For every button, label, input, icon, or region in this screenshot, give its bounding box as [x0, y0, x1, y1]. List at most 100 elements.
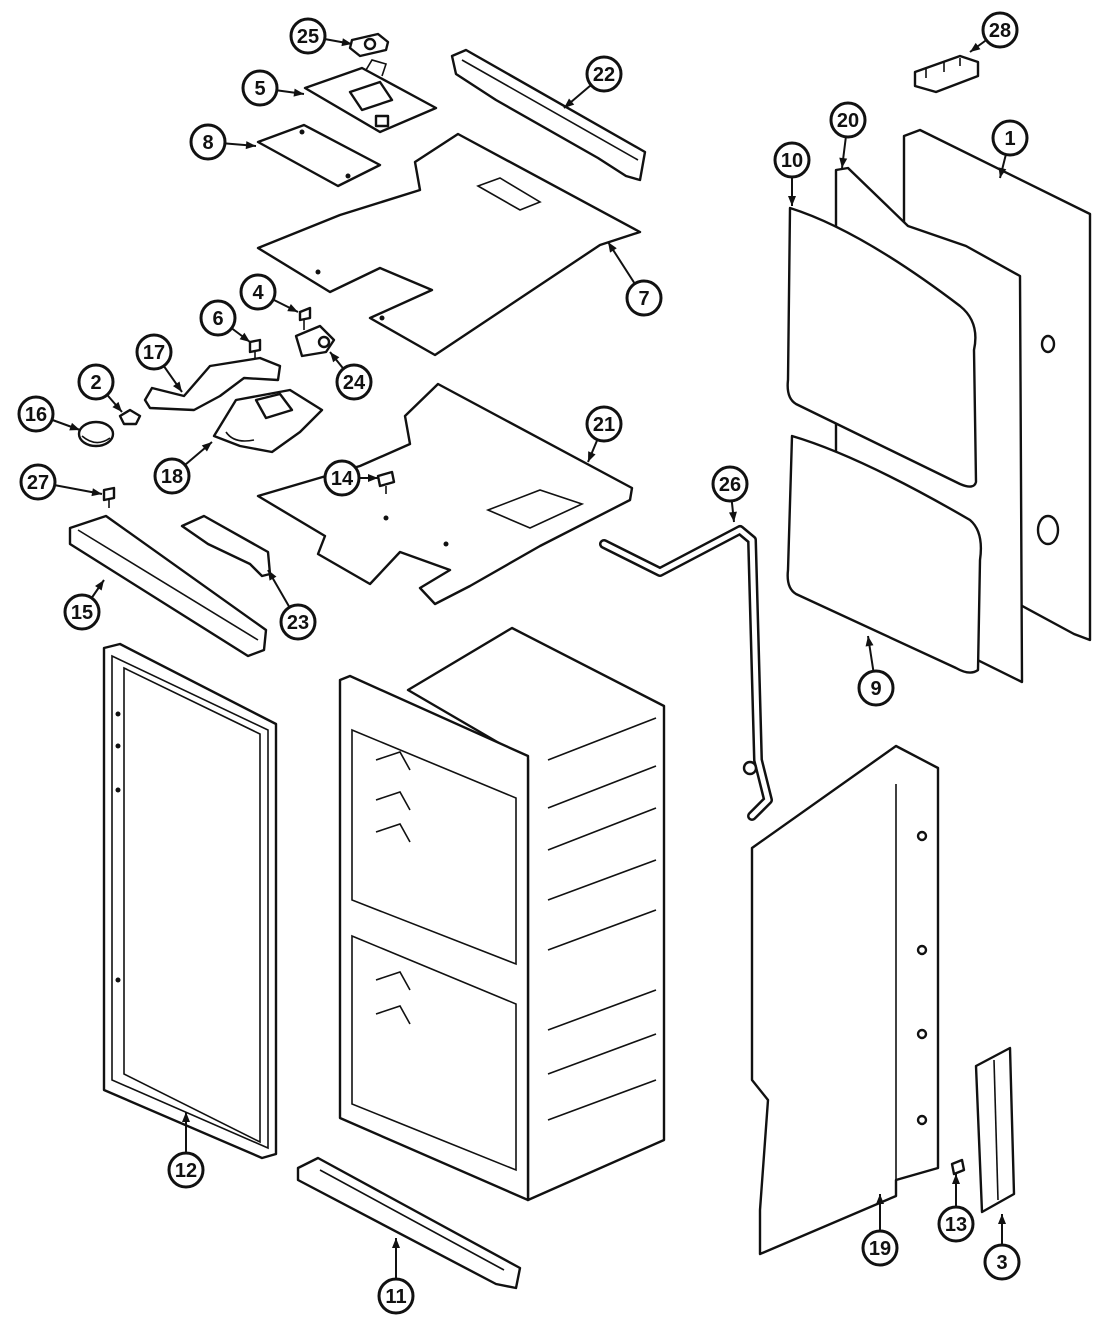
callout-arrow-25: [341, 38, 352, 47]
callout-circle-6: [199, 299, 237, 337]
part-23-small-trim: [180, 514, 272, 578]
callout-arrow-7: [608, 242, 617, 253]
callout-circle-28: [981, 11, 1019, 49]
callout-circle-26: [711, 465, 749, 503]
callout-circle-17: [135, 333, 173, 371]
callout-arrow-11: [392, 1238, 400, 1248]
callout-label-3: 3: [996, 1252, 1007, 1274]
callout-circle-11: [377, 1277, 415, 1315]
callout-label-14: 14: [331, 468, 354, 490]
part-5-mount-plate: [303, 59, 438, 134]
callout-arrow-27: [91, 488, 102, 497]
part-7-top-panel: [256, 132, 642, 357]
callout-circle-21: [585, 405, 623, 443]
callout-arrow-15: [95, 580, 104, 591]
callout-22: 22: [563, 55, 623, 109]
callout-arrow-23: [268, 570, 277, 581]
callout-label-2: 2: [90, 372, 101, 394]
callout-23: 23: [267, 569, 317, 641]
callout-circle-5: [241, 69, 279, 107]
callout-1: 1: [991, 119, 1029, 179]
callout-circle-18: [153, 457, 191, 495]
callout-label-1: 1: [1004, 128, 1015, 150]
callout-label-21: 21: [593, 414, 615, 436]
part-4-screw: [298, 306, 312, 330]
callout-arrow-1: [998, 167, 1007, 178]
callout-24: 24: [329, 351, 373, 401]
callout-10: 10: [773, 141, 811, 206]
part-27-screw: [102, 486, 116, 508]
callout-label-6: 6: [212, 308, 223, 330]
callout-circle-25: [289, 17, 327, 55]
callout-arrow-20: [839, 157, 848, 168]
callout-arrow-13: [952, 1174, 960, 1184]
part-19-side-panel: [750, 744, 940, 1256]
callout-label-12: 12: [175, 1160, 197, 1182]
part-15-lower-trim: [68, 514, 268, 658]
callout-label-23: 23: [287, 612, 309, 634]
callout-arrow-26: [728, 511, 737, 522]
callout-circle-19: [861, 1229, 899, 1267]
callout-circle-23: [279, 603, 317, 641]
callout-arrow-22: [564, 98, 575, 108]
part-26-wire: [599, 525, 773, 821]
callout-circle-10: [773, 141, 811, 179]
callout-layer: 1234567891011121314151617181920212223242…: [17, 11, 1029, 1315]
callout-label-27: 27: [27, 472, 49, 494]
part-10-upper-blanket: [786, 206, 978, 488]
part-24-switch: [294, 324, 336, 358]
callout-arrow-9: [865, 636, 874, 647]
callout-label-15: 15: [71, 602, 93, 624]
callout-circle-13: [937, 1205, 975, 1243]
callout-circle-9: [857, 669, 895, 707]
callout-label-28: 28: [989, 20, 1011, 42]
part-14-screw: [376, 470, 396, 494]
part-25-bracket: [348, 32, 390, 58]
callout-circle-7: [625, 279, 663, 317]
callout-arrow-18: [201, 442, 212, 452]
callout-arrow-8: [245, 141, 256, 150]
callout-27: 27: [19, 463, 103, 501]
oven-cavity-frame: [338, 626, 666, 1202]
part-2-block: [118, 408, 142, 426]
callout-8: 8: [189, 123, 257, 161]
callout-circle-15: [63, 593, 101, 631]
callout-circle-24: [335, 363, 373, 401]
callout-2: 2: [77, 363, 123, 413]
callout-19: 19: [861, 1194, 899, 1267]
part-12-door-frame: [102, 642, 278, 1160]
callout-13: 13: [937, 1174, 975, 1243]
part-6-screw: [248, 338, 262, 360]
part-9-lower-blanket: [786, 434, 983, 674]
callout-arrow-19: [876, 1194, 884, 1204]
part-21-center-panel: [256, 382, 634, 606]
callout-28: 28: [969, 11, 1019, 53]
callout-26: 26: [711, 465, 749, 523]
callout-label-16: 16: [25, 404, 47, 426]
callout-arrow-28: [970, 42, 981, 52]
part-11-bottom-trim: [296, 1156, 522, 1290]
callout-label-25: 25: [297, 26, 319, 48]
callout-arrow-3: [998, 1214, 1006, 1224]
part-8-plate: [256, 123, 382, 188]
callout-label-24: 24: [343, 372, 366, 394]
callout-circle-8: [189, 123, 227, 161]
callout-arrow-5: [293, 88, 304, 97]
part-17-lock-lever: [143, 356, 282, 412]
callout-arrow-16: [69, 422, 80, 431]
part-3-side-bracket: [974, 1046, 1016, 1214]
callout-4: 4: [239, 273, 299, 313]
callout-circle-22: [585, 55, 623, 93]
callout-circle-3: [983, 1243, 1021, 1281]
callout-label-18: 18: [161, 466, 183, 488]
part-28-terminal-block: [913, 54, 980, 94]
callout-label-5: 5: [254, 78, 265, 100]
callout-circle-4: [239, 273, 277, 311]
callout-label-20: 20: [837, 110, 859, 132]
callout-label-17: 17: [143, 342, 165, 364]
callout-label-13: 13: [945, 1214, 967, 1236]
part-18-latch-assembly: [212, 388, 324, 454]
callout-circle-27: [19, 463, 57, 501]
